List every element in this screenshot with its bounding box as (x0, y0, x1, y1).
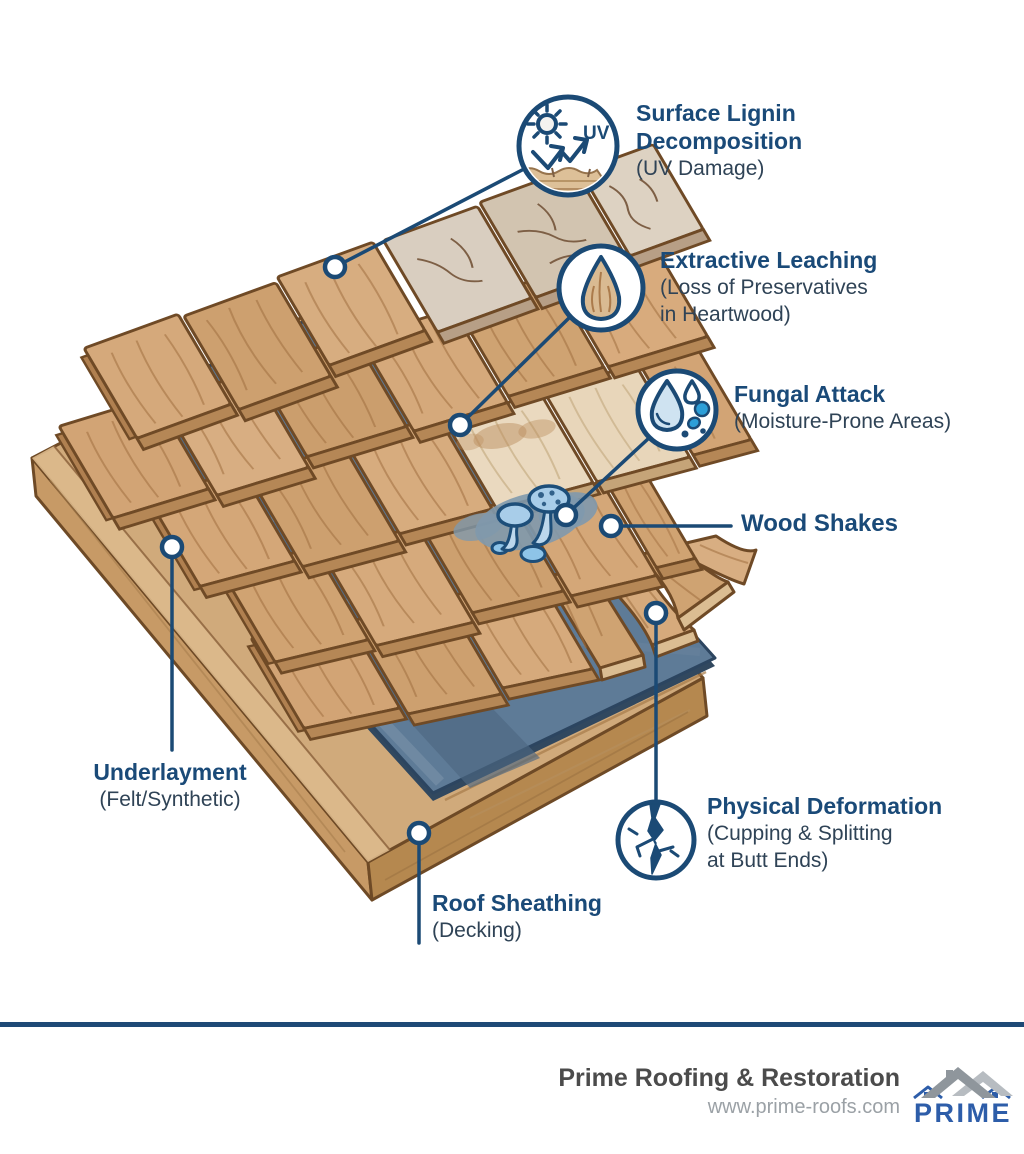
callout-title-line: Extractive Leaching (660, 247, 878, 273)
crack-icon (615, 799, 697, 881)
wood-droplet-icon (556, 243, 646, 333)
callout-subtitle-line: (Cupping & Splitting (707, 822, 893, 845)
callout-title-line: Roof Sheathing (432, 890, 602, 916)
marker-uv (322, 254, 348, 280)
callout-title-line: Underlayment (93, 759, 247, 785)
leader-uv (333, 167, 526, 269)
shake-course-1 (79, 143, 712, 452)
callout-title-line: Wood Shakes (741, 510, 898, 537)
prime-logo: PRIME (913, 1067, 1013, 1128)
callout-title-line: Physical Deformation (707, 793, 943, 819)
fungal-growth (453, 484, 598, 563)
callout-wood-shakes: Wood Shakes (741, 510, 898, 538)
leaching-stain (456, 419, 556, 451)
callout-roof-sheathing: Roof Sheathing (Decking) (432, 889, 602, 944)
logo-roof-back (952, 1071, 1013, 1096)
callout-extractive-leaching: Extractive Leaching (Loss of Preservativ… (660, 246, 877, 328)
marker-leaching (447, 412, 473, 438)
marker-sheathing (406, 820, 432, 846)
point-markers (159, 254, 669, 846)
leader-lines (170, 167, 733, 945)
callout-subtitle-line: (Loss of Preservatives (660, 276, 868, 299)
leader-leaching (458, 315, 572, 427)
callout-title-line: Decomposition (636, 128, 803, 154)
marker-wood-shakes (598, 513, 624, 539)
leader-fungal (564, 436, 651, 517)
footer-brand: Prime Roofing & Restoration www.prime-ro… (558, 1063, 900, 1119)
callout-subtitle-line: (Decking) (432, 919, 522, 942)
callout-physical-deformation: Physical Deformation (Cupping & Splittin… (707, 792, 942, 874)
sun-uv-icon: UV (516, 94, 620, 198)
website-url: www.prime-roofs.com (707, 1096, 900, 1118)
callout-subtitle-line: at Butt Ends) (707, 849, 829, 872)
callout-underlayment: Underlayment (Felt/Synthetic) (57, 758, 283, 813)
marker-fungal (553, 502, 579, 528)
company-name: Prime Roofing & Restoration (558, 1064, 900, 1092)
shake-course-2 (54, 247, 717, 531)
logo-roof-main (921, 1067, 996, 1098)
callout-subtitle-line: (Felt/Synthetic) (99, 788, 241, 811)
footer-divider (0, 1022, 1024, 1027)
logo-wordmark: PRIME (914, 1098, 1012, 1128)
callout-subtitle-line: (Moisture-Prone Areas) (734, 410, 952, 433)
marker-deformation (643, 600, 669, 626)
callout-surface-lignin: Surface Lignin Decomposition (UV Damage) (636, 99, 802, 182)
callout-subtitle-line: in Heartwood) (660, 303, 791, 326)
callout-fungal-attack: Fungal Attack (Moisture-Prone Areas) (734, 380, 951, 435)
uv-label: UV (583, 123, 610, 144)
callout-title-line: Fungal Attack (734, 381, 886, 407)
moisture-droplets-icon (635, 368, 719, 452)
callout-subtitle-line: (UV Damage) (636, 157, 765, 180)
callout-title-line: Surface Lignin (636, 100, 796, 126)
marker-underlayment (159, 534, 185, 560)
